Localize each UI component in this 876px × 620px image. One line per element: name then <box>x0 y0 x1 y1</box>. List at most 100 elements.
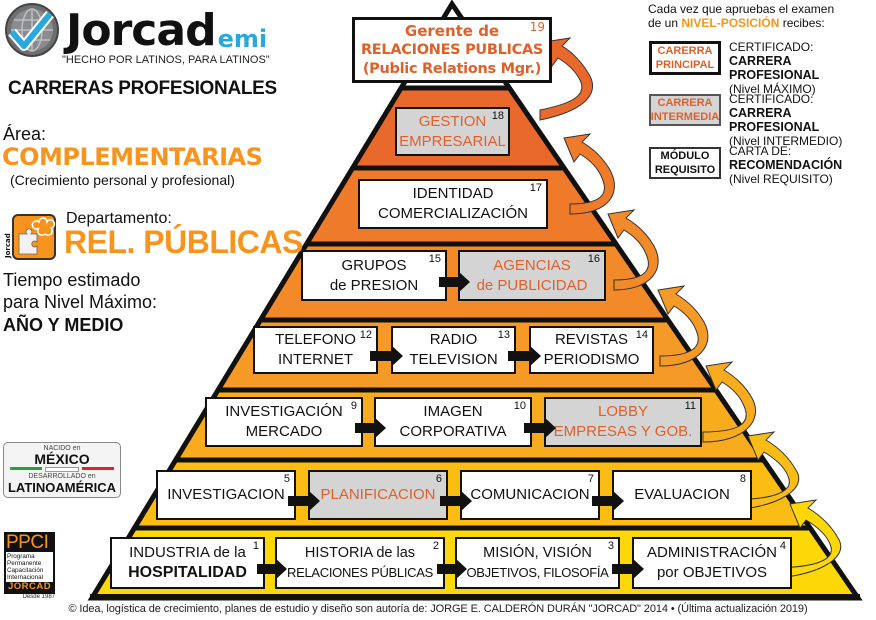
flag-green <box>10 467 42 470</box>
career-top-line3: (Public Relations Mgr.) <box>362 60 542 77</box>
origin-badge-line1: NACIDO en <box>43 445 81 452</box>
module-number: 16 <box>587 253 600 265</box>
module-9[interactable]: 9 INVESTIGACIÓN MERCADO <box>205 397 363 447</box>
module-line2: EMPRESAS Y GOB. <box>553 423 693 440</box>
origin-badge: NACIDO en MÉXICO DESARROLLADO en LATINOA… <box>3 442 121 498</box>
brand-tagline: "HECHO POR LATINOS, PARA LATINOS" <box>62 54 270 66</box>
legend-intro-suffix: recibes: <box>779 16 825 30</box>
module-7[interactable]: 7 COMUNICACION <box>460 470 600 520</box>
time-estimate-line2: para Nivel Máximo: <box>3 292 158 312</box>
module-number: 5 <box>283 473 290 485</box>
time-estimate-line1: Tiempo estimado <box>3 270 141 290</box>
module-8[interactable]: 8 EVALUACION <box>612 470 752 520</box>
module-line1: INDUSTRIA de la <box>129 544 246 561</box>
module-line2: de PRESION <box>329 276 419 294</box>
module-number: 4 <box>779 540 786 552</box>
career-top-line2: RELACIONES PUBLICAS <box>360 41 544 58</box>
module-10[interactable]: 10 IMAGEN CORPORATIVA <box>374 397 532 447</box>
flow-arrow-icon <box>370 344 403 367</box>
legend-text-requisito: CARTA DE: RECOMENDACIÓN (Nivel REQUISITO… <box>729 144 842 186</box>
module-18[interactable]: 18 GESTION EMPRESARIAL <box>395 107 510 156</box>
module-15[interactable]: 15 GRUPOS de PRESION <box>301 250 447 301</box>
legend-intro-prefix: de un <box>648 16 682 30</box>
curl-arrow-3 <box>702 361 757 443</box>
globe-check-icon <box>5 3 59 57</box>
module-17[interactable]: 17 IDENTIDAD COMERCIALIZACIÓN <box>358 179 548 229</box>
ppci-line: Internacional <box>7 574 44 581</box>
curl-arrow-5 <box>607 209 659 291</box>
module-line1: LOBBY <box>597 403 649 420</box>
flow-arrow-icon <box>439 270 470 293</box>
ppci-badge-frame: PPCI Programa Permanente Capacitación In… <box>4 532 55 594</box>
module-number: 2 <box>432 540 439 552</box>
module-1[interactable]: 1 INDUSTRIA de la HOSPITALIDAD <box>110 537 265 589</box>
legend-box-line: REQUISITO <box>654 164 716 176</box>
module-number: 9 <box>350 400 357 412</box>
legend-text-line: (Nivel REQUISITO) <box>729 172 833 186</box>
module-line1: IDENTIDAD <box>412 185 494 202</box>
module-13[interactable]: 13 RADIO TELEVISION <box>391 326 516 374</box>
module-16[interactable]: 16 AGENCIAS de PUBLICIDAD <box>458 250 606 301</box>
legend-text-line: RECOMENDACIÓN <box>729 158 843 172</box>
flag-red <box>82 467 114 470</box>
module-line2: COMERCIALIZACIÓN <box>377 205 528 222</box>
module-line1: INVESTIGACION <box>167 486 285 503</box>
legend-text-principal: CERTIFICADO: CARRERA PROFESIONAL (Nivel … <box>729 40 876 96</box>
module-number: 17 <box>529 182 542 194</box>
module-line2: EMPRESARIAL <box>399 132 506 150</box>
module-line2: PERIODISMO <box>543 351 640 368</box>
career-top-line1: Gerente de <box>404 21 500 40</box>
area-name: COMPLEMENTARIAS <box>2 143 263 171</box>
career-top-box[interactable]: 19 Gerente de RELACIONES PUBLICAS (Publi… <box>352 17 552 83</box>
flow-arrow-icon <box>612 558 644 581</box>
origin-badge-line4: LATINOAMÉRICA <box>7 480 117 495</box>
legend-box-line: INTERMEDIA <box>650 111 720 123</box>
flag-white <box>45 467 79 472</box>
flow-arrow-icon <box>288 490 320 512</box>
module-line2: por OBJETIVOS <box>656 564 768 581</box>
ppci-line: Capacitación <box>7 567 44 574</box>
module-number: 1 <box>252 540 259 552</box>
module-line1: TELEFONO <box>275 331 356 348</box>
origin-badge-line2: MÉXICO <box>34 451 90 467</box>
module-3[interactable]: 3 MISIÓN, VISIÓN OBJETIVOS, FILOSOFÍA <box>455 537 620 589</box>
flow-arrow-icon <box>508 344 541 367</box>
module-14[interactable]: 14 REVISTAS PERIODISMO <box>529 326 654 374</box>
curl-arrow-1 <box>767 499 841 579</box>
legend-text-line: CARTA DE: <box>729 144 792 158</box>
legend-text-line: CARRERA PROFESIONAL <box>729 54 820 82</box>
module-number: 8 <box>739 473 746 485</box>
legend-intro-highlight: NIVEL-POSICIÓN <box>681 16 780 30</box>
department-logo: Jorcad <box>3 214 57 260</box>
mexico-flag-stripes <box>4 467 120 472</box>
module-2[interactable]: 2 HISTORIA de las RELACIONES PÚBLICAS <box>275 537 445 589</box>
department-label: Departamento: <box>66 210 172 227</box>
legend-intro: Cada vez que apruebas el examen de un NI… <box>648 2 834 30</box>
legend-text-line: CERTIFICADO: <box>729 92 814 106</box>
legend-intro-line2: de un NIVEL-POSICIÓN recibes: <box>648 16 834 30</box>
module-12[interactable]: 12 TELEFONO INTERNET <box>253 326 378 374</box>
curl-arrow-4 <box>657 285 709 367</box>
legend-box-requisito: MÓDULO REQUISITO <box>649 147 721 179</box>
module-line2: INTERNET <box>278 351 353 368</box>
legend-text-line: (Nivel INTERMEDIO) <box>729 134 843 148</box>
module-number: 3 <box>607 540 614 552</box>
module-line1: COMUNICACION <box>470 486 590 503</box>
legend-intro-line1: Cada vez que apruebas el examen <box>648 2 835 16</box>
module-line1: EVALUACION <box>634 486 730 503</box>
module-line2: TELEVISION <box>409 351 498 368</box>
ppci-since: Desde 1987 <box>22 594 55 600</box>
flow-arrow-icon <box>592 490 624 512</box>
module-11[interactable]: 11 LOBBY EMPRESAS Y GOB. <box>544 397 702 447</box>
module-line1: HISTORIA de las <box>304 545 416 561</box>
module-line2: de PUBLICIDAD <box>476 276 588 294</box>
legend-box-line: CARERRA <box>657 45 713 57</box>
department-name: REL. PÚBLICAS <box>64 224 303 260</box>
legend-text-line: CERTIFICADO: <box>729 40 814 54</box>
brand-name-main: Jorcad <box>66 5 217 56</box>
module-5[interactable]: 5 INVESTIGACION <box>156 470 296 520</box>
module-6[interactable]: 6 PLANIFICACION <box>308 470 448 520</box>
legend-text-line: (Nivel MÁXIMO) <box>729 82 816 96</box>
area-label: Área: <box>3 124 47 144</box>
module-4[interactable]: 4 ADMINISTRACIÓN por OBJETIVOS <box>632 537 792 589</box>
